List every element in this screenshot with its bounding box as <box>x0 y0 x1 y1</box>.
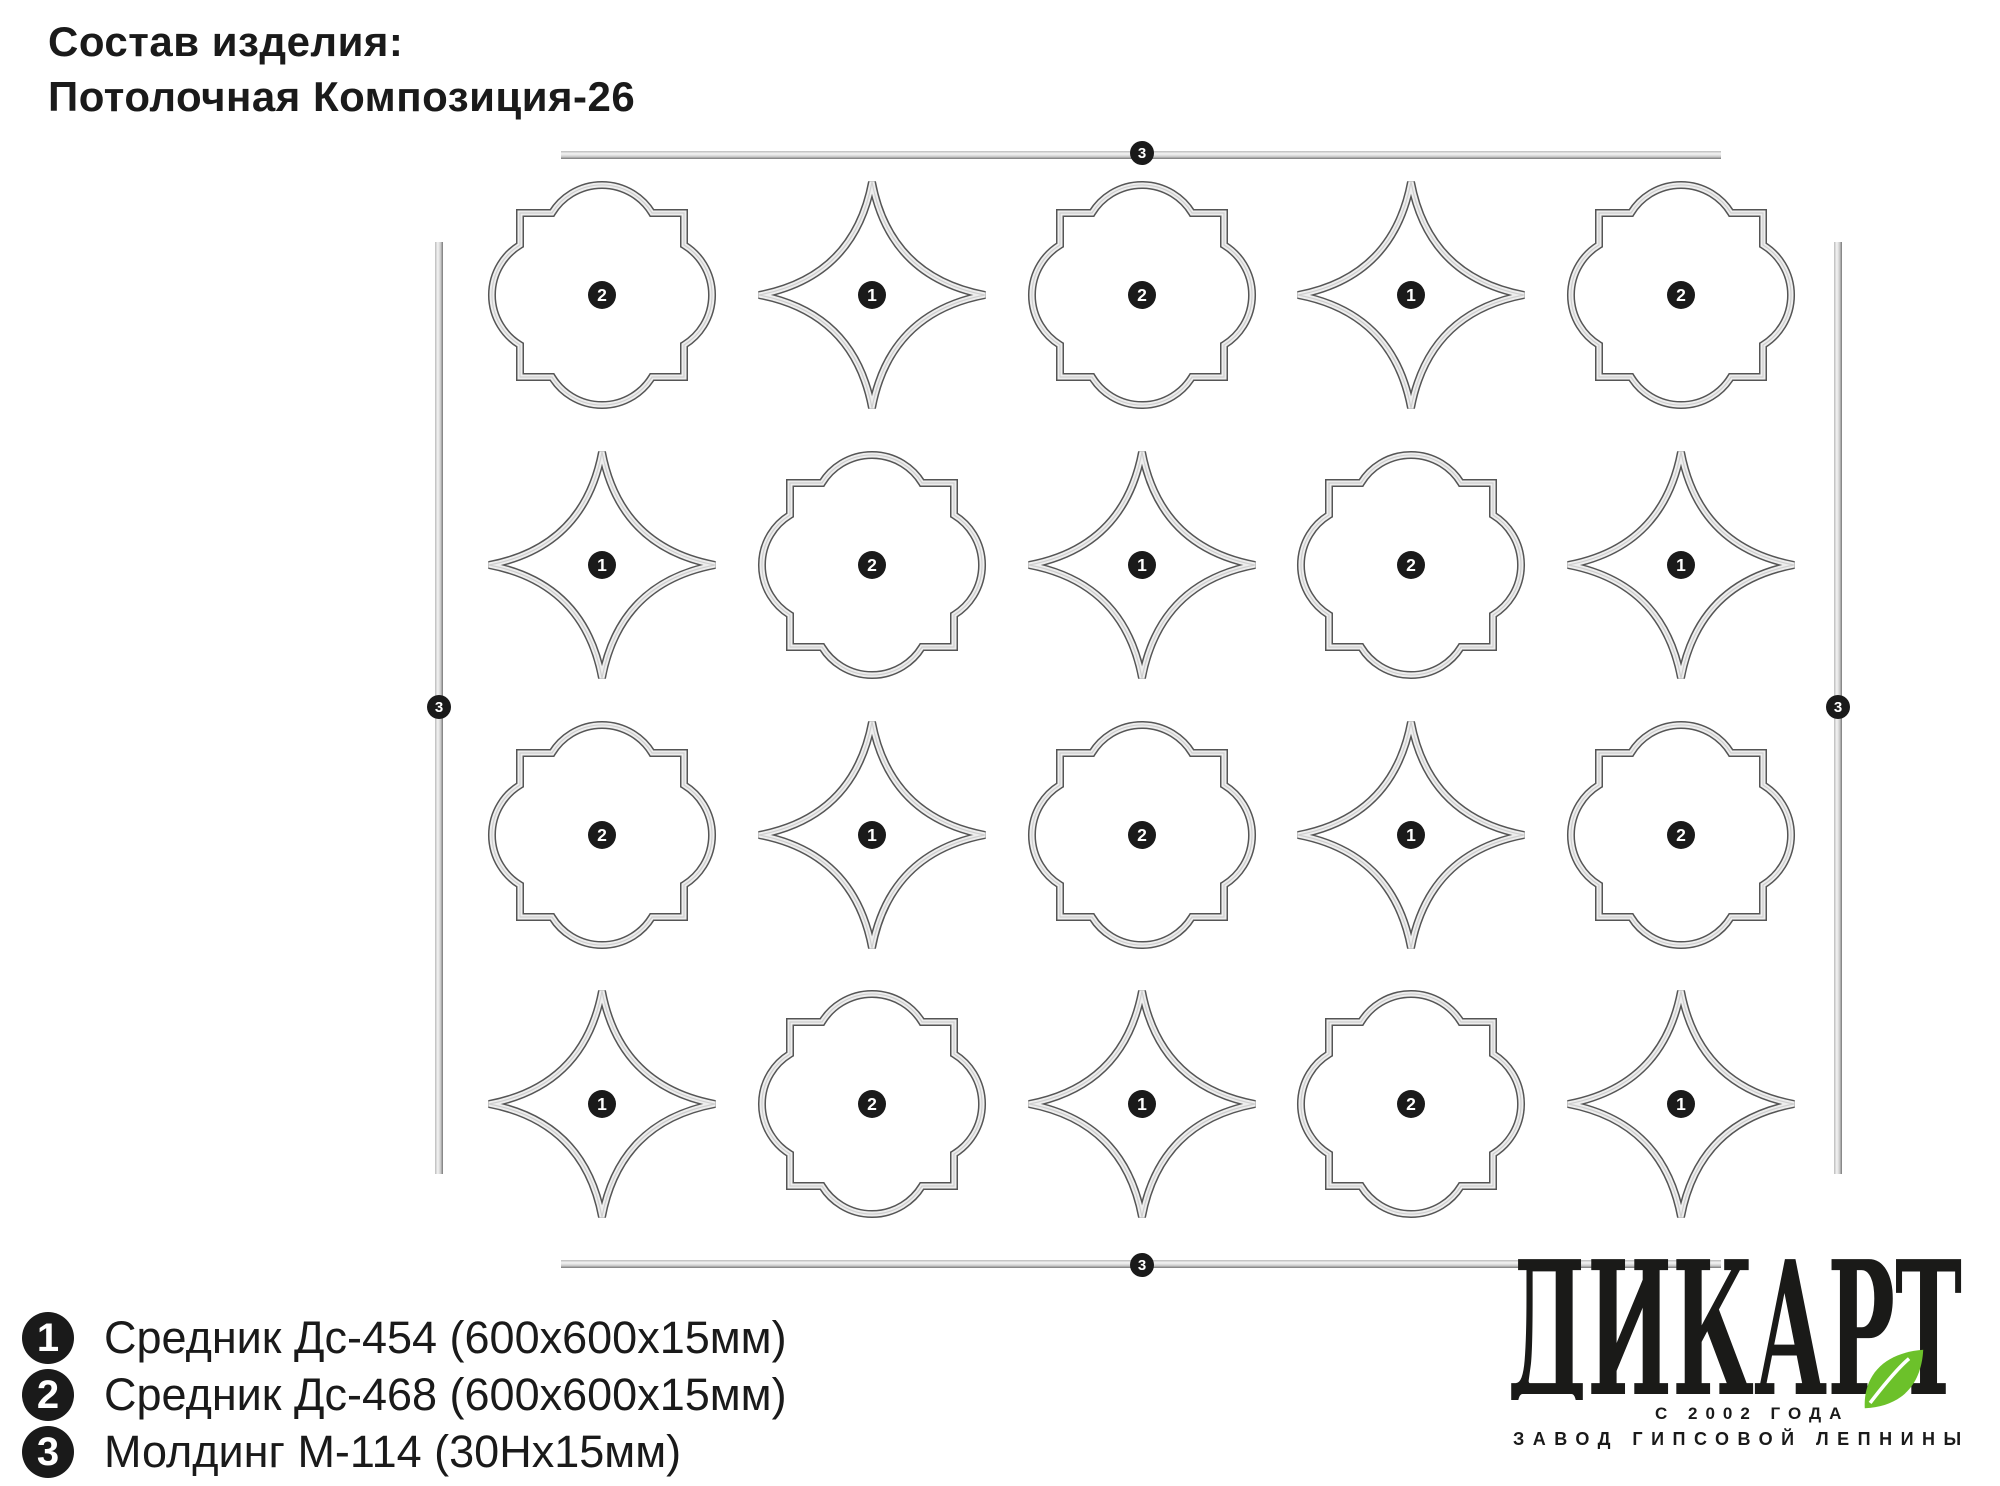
legend-text: Молдинг М-114 (30Нх15мм) <box>104 1426 682 1477</box>
centerpiece-ds-468 <box>1028 181 1256 409</box>
logo-subtitle: ЗАВОД ГИПСОВОЙ ЛЕПНИНЫ <box>1513 1429 1970 1449</box>
title-line-1: Состав изделия: <box>48 18 404 65</box>
centerpiece-ds-468 <box>1028 721 1256 949</box>
legend-item-3: 3 Молдинг М-114 (30Нх15мм) <box>22 1426 681 1478</box>
svg-text:2: 2 <box>867 1094 877 1114</box>
centerpiece-ds-468 <box>1567 721 1795 949</box>
legend-badge: 3 <box>22 1426 74 1478</box>
part-number-badge: 1 <box>588 1090 616 1118</box>
svg-text:2: 2 <box>597 285 607 305</box>
part-number-badge: 1 <box>588 551 616 579</box>
centerpiece-ds-454 <box>1567 990 1795 1218</box>
svg-text:1: 1 <box>867 285 877 305</box>
svg-text:3: 3 <box>435 699 443 716</box>
part-number-badge: 1 <box>1397 281 1425 309</box>
legend-badge: 1 <box>22 1312 74 1364</box>
centerpiece-ds-454 <box>1297 721 1525 949</box>
centerpiece-ds-454 <box>1297 181 1525 409</box>
svg-text:1: 1 <box>1676 555 1686 575</box>
legend-item-2: 2 Средник Дс-468 (600х600х15мм) <box>22 1369 787 1421</box>
svg-text:2: 2 <box>597 825 607 845</box>
svg-text:1: 1 <box>1676 1094 1686 1114</box>
centerpiece-ds-454 <box>758 721 986 949</box>
svg-text:2: 2 <box>1676 285 1686 305</box>
part-number-badge: 1 <box>1128 551 1156 579</box>
centerpiece-ds-454 <box>758 181 986 409</box>
legend-item-1: 1 Средник Дс-454 (600х600х15мм) <box>22 1312 787 1364</box>
svg-text:1: 1 <box>867 825 877 845</box>
part-number-badge: 2 <box>858 1090 886 1118</box>
centerpiece-ds-468 <box>1297 451 1525 679</box>
part-number-badge: 1 <box>1128 1090 1156 1118</box>
title-line-2: Потолочная Композиция-26 <box>48 73 636 120</box>
part-number-badge: 2 <box>1667 821 1695 849</box>
part-number-badge: 1 <box>1667 1090 1695 1118</box>
centerpiece-ds-454 <box>1028 451 1256 679</box>
svg-text:1: 1 <box>1137 555 1147 575</box>
part-number-badge: 2 <box>858 551 886 579</box>
svg-text:3: 3 <box>1138 145 1146 162</box>
svg-text:3: 3 <box>1834 699 1842 716</box>
centerpiece-ds-468 <box>1567 181 1795 409</box>
part-number-badge: 3 <box>1130 141 1154 165</box>
part-number-badge: 2 <box>1397 1090 1425 1118</box>
part-number-badge: 2 <box>588 821 616 849</box>
svg-text:2: 2 <box>1406 1094 1416 1114</box>
svg-text:2: 2 <box>1406 555 1416 575</box>
part-number-badge: 1 <box>858 821 886 849</box>
centerpiece-ds-454 <box>1028 990 1256 1218</box>
svg-text:1: 1 <box>1406 825 1416 845</box>
part-number-badge: 1 <box>1397 821 1425 849</box>
legend-text: Средник Дс-454 (600х600х15мм) <box>104 1312 787 1363</box>
svg-text:2: 2 <box>1676 825 1686 845</box>
centerpiece-ds-468 <box>758 451 986 679</box>
legend-badge: 2 <box>22 1369 74 1421</box>
svg-text:2: 2 <box>1137 285 1147 305</box>
svg-text:1: 1 <box>1406 285 1416 305</box>
centerpiece-ds-468 <box>488 721 716 949</box>
legend-text: Средник Дс-468 (600х600х15мм) <box>104 1369 787 1420</box>
svg-text:1: 1 <box>597 555 607 575</box>
centerpiece-ds-454 <box>1567 451 1795 679</box>
part-number-badge: 3 <box>427 695 451 719</box>
logo-since: С 2002 ГОДА <box>1655 1404 1850 1423</box>
part-number-badge: 2 <box>1128 281 1156 309</box>
centerpiece-ds-454 <box>488 451 716 679</box>
svg-text:3: 3 <box>1138 1257 1146 1274</box>
part-number-badge: 1 <box>1667 551 1695 579</box>
part-number-badge: 3 <box>1826 695 1850 719</box>
centerpiece-ds-454 <box>488 990 716 1218</box>
svg-text:2: 2 <box>867 555 877 575</box>
svg-text:2: 2 <box>1137 825 1147 845</box>
centerpiece-ds-468 <box>758 990 986 1218</box>
part-number-badge: 2 <box>588 281 616 309</box>
part-number-badge: 2 <box>1667 281 1695 309</box>
centerpiece-ds-468 <box>1297 990 1525 1218</box>
svg-text:1: 1 <box>1137 1094 1147 1114</box>
svg-text:1: 1 <box>597 1094 607 1114</box>
leaf-icon <box>1864 1349 1924 1409</box>
dikart-logo: ДИКАРТ С 2002 ГОДА ЗАВОД ГИПСОВОЙ ЛЕПНИН… <box>1505 1252 1975 1452</box>
centerpiece-ds-468 <box>488 181 716 409</box>
part-number-badge: 2 <box>1397 551 1425 579</box>
part-number-badge: 1 <box>858 281 886 309</box>
part-number-badge: 2 <box>1128 821 1156 849</box>
part-number-badge: 3 <box>1130 1253 1154 1277</box>
